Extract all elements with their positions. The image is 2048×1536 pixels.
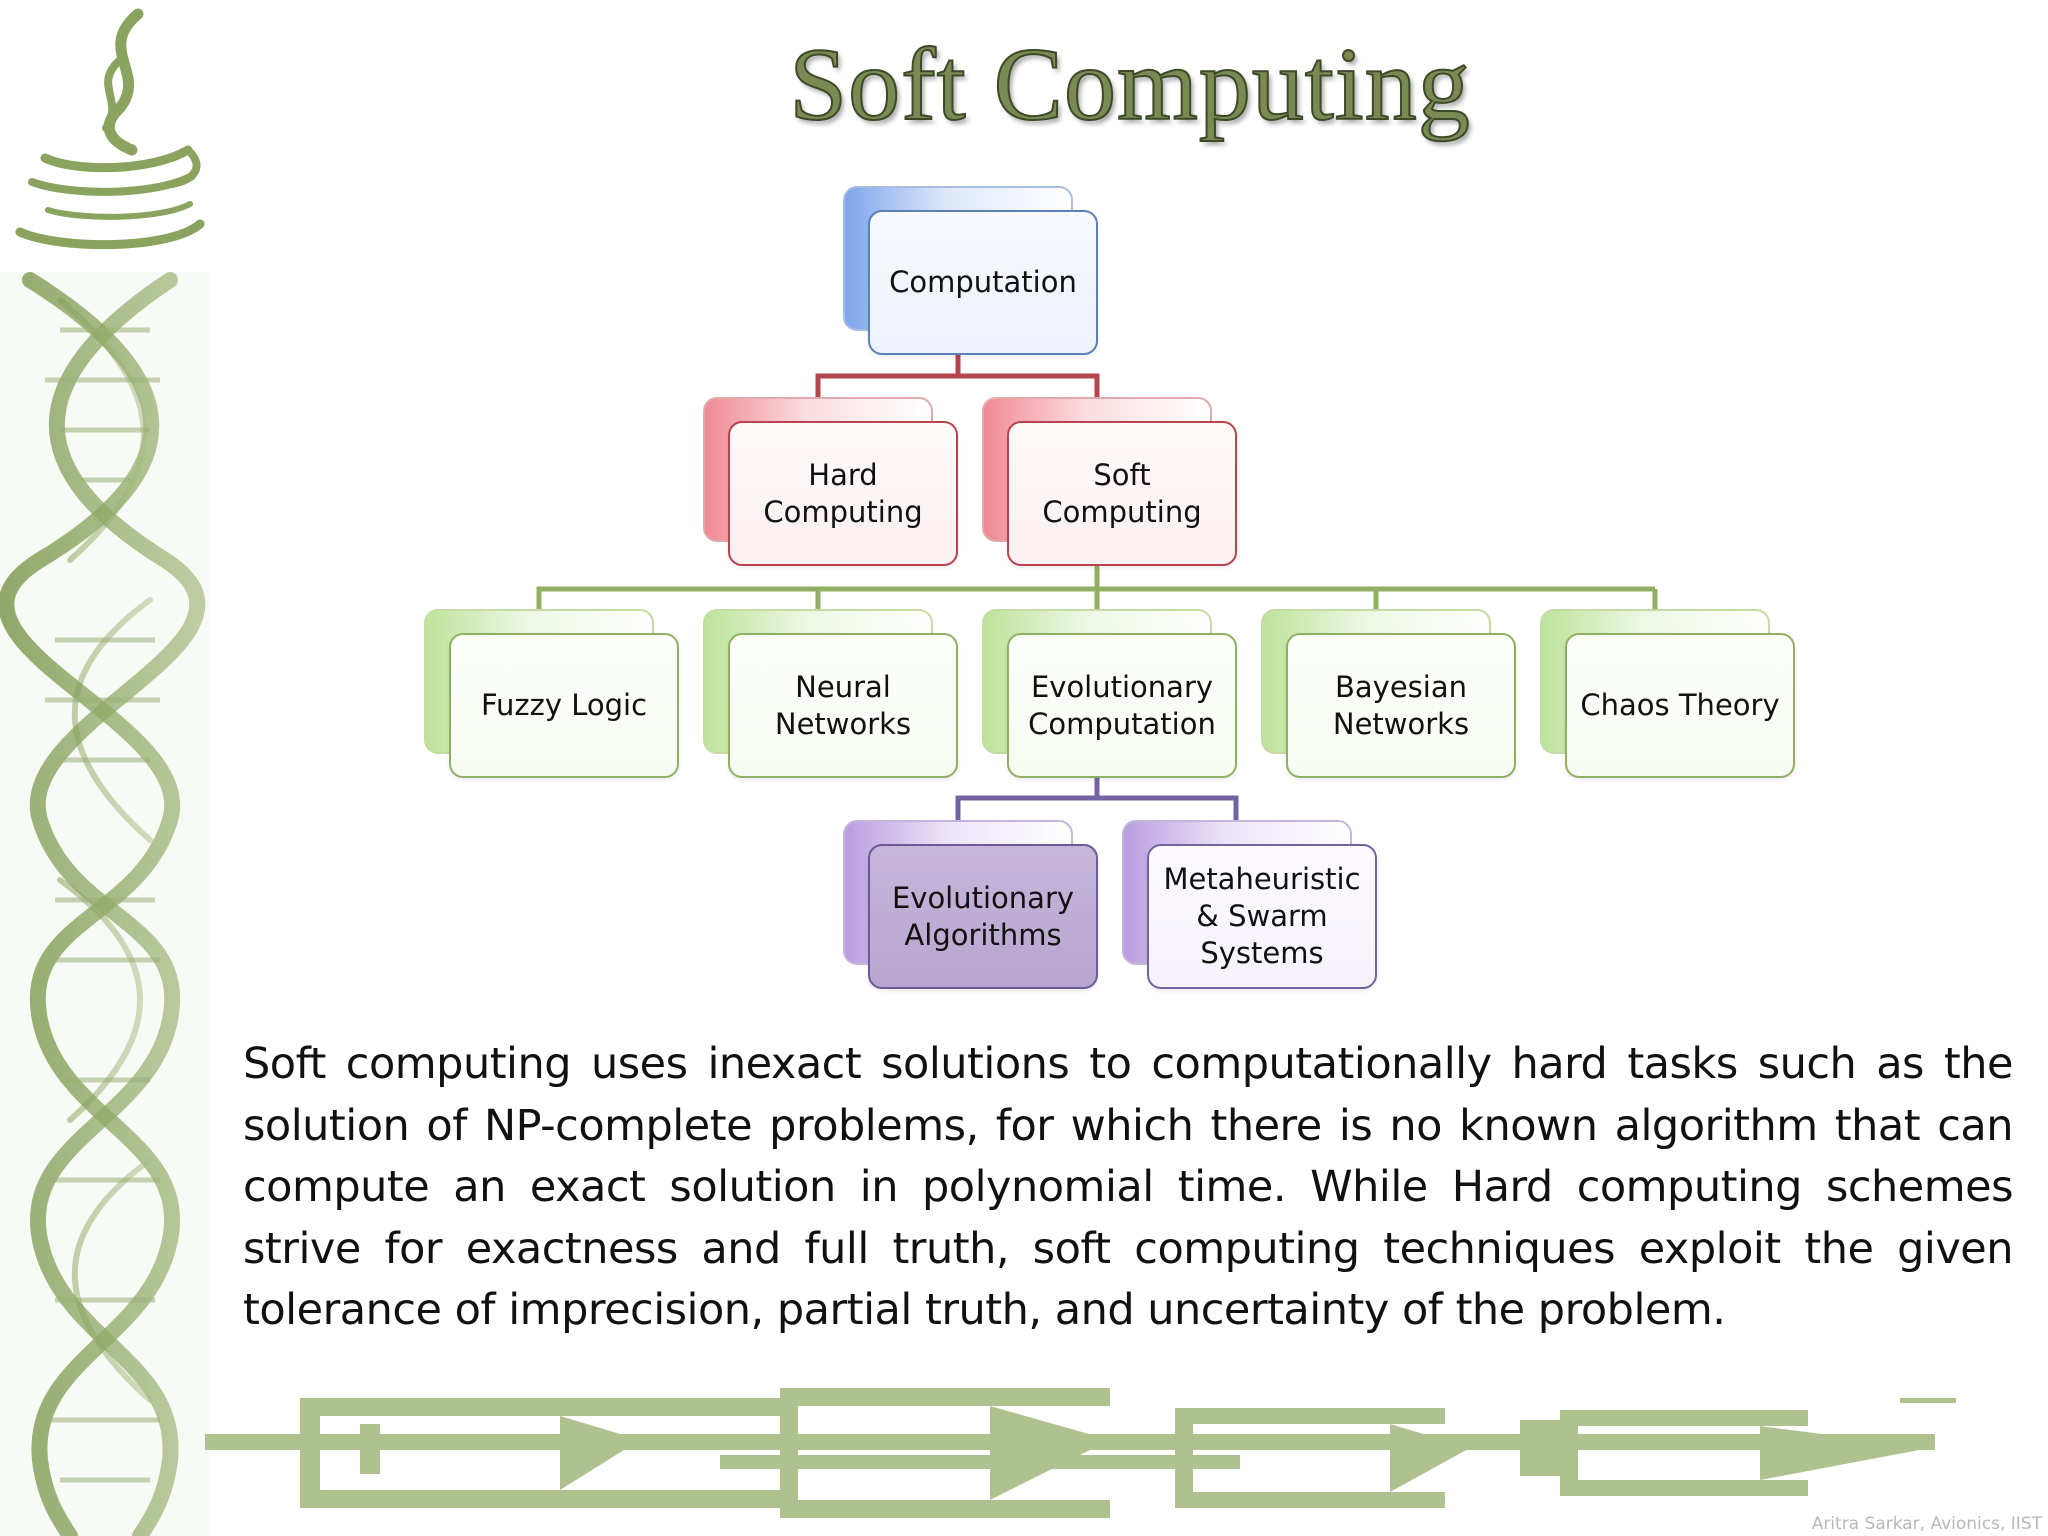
java-cup-icon <box>15 8 205 250</box>
node-label: Evolutionary Algorithms <box>891 880 1075 952</box>
dna-helix-icon <box>0 272 210 1536</box>
node-label: Hard Computing <box>763 457 923 529</box>
node-chaos-theory: Chaos Theory <box>1565 633 1795 778</box>
node-soft-computing: Soft Computing <box>1007 421 1237 566</box>
node-computation: Computation <box>868 210 1098 355</box>
node-fuzzy-logic: Fuzzy Logic <box>449 633 679 778</box>
node-metaheuristic-swarm-systems: Metaheuristic & Swarm Systems <box>1147 844 1377 989</box>
body-paragraph: Soft computing uses inexact solutions to… <box>243 1039 2014 1335</box>
node-label: Computation <box>889 265 1077 299</box>
node-hard-computing: Hard Computing <box>728 421 958 566</box>
slide-title: Soft Computing <box>788 26 1471 143</box>
node-evolutionary-algorithms: Evolutionary Algorithms <box>868 844 1098 989</box>
node-label: Fuzzy Logic <box>480 688 648 722</box>
node-label: Neural Networks <box>774 669 912 741</box>
node-label: Chaos Theory <box>1580 688 1780 722</box>
footer-credit: Aritra Sarkar, Avionics, IIST <box>1811 1514 2042 1534</box>
connector-evo-to-level3 <box>955 777 1239 822</box>
node-label: Bayesian Networks <box>1332 669 1470 741</box>
node-label: Metaheuristic & Swarm Systems <box>1163 862 1361 970</box>
node-bayesian-networks: Bayesian Networks <box>1286 633 1516 778</box>
node-evolutionary-computation: Evolutionary Computation <box>1007 633 1237 778</box>
node-neural-networks: Neural Networks <box>728 633 958 778</box>
connector-root-to-level1 <box>815 355 1100 400</box>
node-label: Soft Computing <box>1042 457 1202 529</box>
connector-soft-to-level2 <box>536 566 1658 612</box>
node-label: Evolutionary Computation <box>1028 669 1216 741</box>
